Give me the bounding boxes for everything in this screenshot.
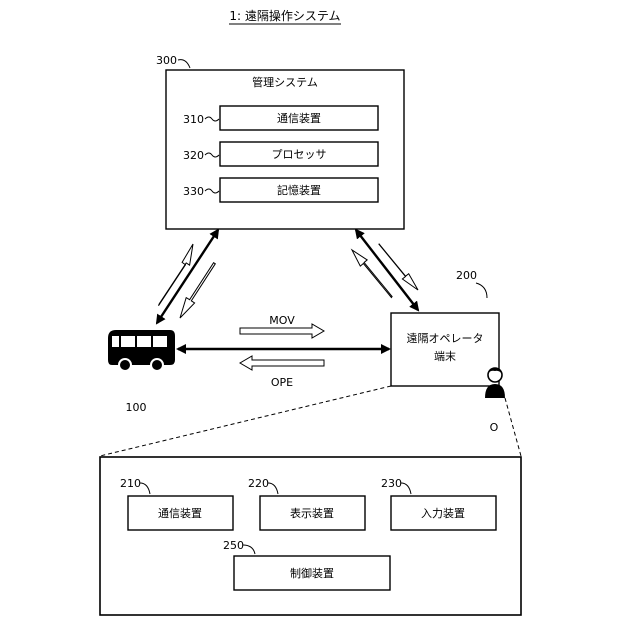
ope-hollow-arrow <box>240 356 324 370</box>
management-leader <box>178 60 190 68</box>
figure-title: 1: 遠隔操作システム <box>229 8 340 23</box>
input-device-label: 入力装置 <box>421 507 465 520</box>
expansion-line-right <box>505 398 521 456</box>
bus-icon <box>108 330 175 371</box>
control-device-label: 制御装置 <box>290 566 334 580</box>
hollow-arrow-management-to-vehicle <box>180 263 215 318</box>
terminal-detail-box <box>100 457 521 615</box>
component-ref-250: 250 <box>223 539 244 552</box>
operator-ref: O <box>490 421 499 434</box>
component-ref-210: 210 <box>120 477 141 490</box>
mov-label: MOV <box>269 314 295 327</box>
terminal-label-line2: 端末 <box>434 349 456 363</box>
component-ref-330: 330 <box>183 185 204 198</box>
detail-communication-device-label: 通信装置 <box>158 507 202 520</box>
vehicle-ref: 100 <box>126 401 147 414</box>
link-management-terminal <box>356 230 418 310</box>
terminal-leader <box>476 283 487 298</box>
component-ref-310: 310 <box>183 113 204 126</box>
hollow-arrow-terminal-to-management <box>352 250 392 298</box>
terminal-ref: 200 <box>456 269 477 282</box>
expansion-line-left <box>100 386 391 456</box>
component-ref-220: 220 <box>248 477 269 490</box>
component-ref-230: 230 <box>381 477 402 490</box>
management-ref: 300 <box>156 54 177 67</box>
display-device-label: 表示装置 <box>290 506 334 520</box>
storage-device-label: 記憶装置 <box>277 183 321 197</box>
processor-label: プロセッサ <box>272 148 327 161</box>
ope-label: OPE <box>271 376 293 389</box>
management-title: 管理システム <box>252 75 318 89</box>
terminal-label-line1: 遠隔オペレータ <box>407 332 484 345</box>
component-ref-320: 320 <box>183 149 204 162</box>
communication-device-label: 通信装置 <box>277 112 321 125</box>
